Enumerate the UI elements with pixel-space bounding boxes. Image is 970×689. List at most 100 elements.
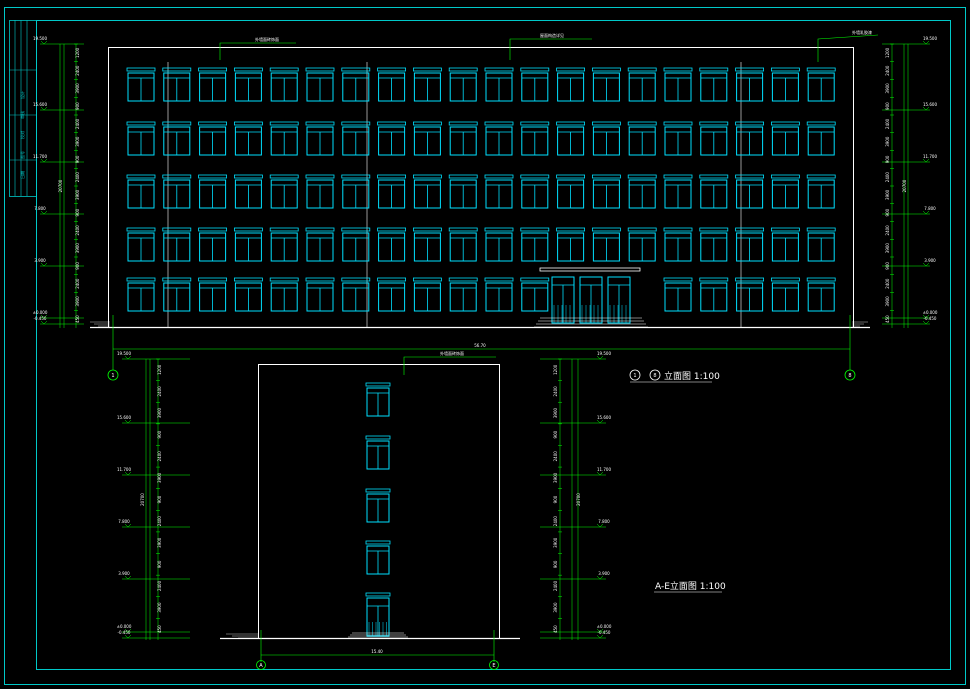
level-label: 3.900 (924, 258, 936, 263)
front-window (592, 121, 621, 156)
side-window (365, 540, 391, 575)
front-window (269, 227, 299, 262)
front-window (806, 277, 836, 312)
front-window (448, 67, 478, 102)
side-left-dims: 19.50015.60011.7007.8003.900±0.000-0.450… (117, 351, 190, 640)
dimension-label: 3900 (75, 243, 80, 254)
front-window (699, 277, 729, 312)
front-elevation[interactable]: 19.50015.60011.7007.8003.900±0.000-0.450… (33, 29, 938, 383)
front-window (162, 121, 192, 156)
front-window (341, 121, 371, 156)
front-window (806, 121, 836, 156)
front-window (305, 121, 335, 156)
front-window (305, 277, 335, 312)
front-window (735, 277, 764, 312)
front-entrance (90, 267, 868, 328)
front-right-dims: 19.50015.60011.7007.8003.900±0.000-0.450… (882, 36, 938, 328)
front-window (663, 277, 693, 312)
front-window (198, 227, 228, 262)
front-window (269, 121, 299, 156)
front-window (663, 67, 693, 102)
level-label: 7.800 (598, 519, 610, 524)
side-right-dims: 19.50015.60011.7007.8003.900±0.000-0.450… (540, 351, 612, 640)
dimension-label: 3900 (885, 83, 890, 94)
dimension-label: 2400 (885, 278, 890, 289)
front-window (484, 174, 514, 209)
level-label: -0.450 (34, 316, 47, 321)
front-window (412, 121, 442, 156)
dimension-label: 3900 (75, 189, 80, 200)
level-label: 11.700 (923, 154, 937, 159)
dimension-label: 2400 (157, 386, 162, 397)
front-window (412, 277, 442, 312)
front-window (592, 174, 621, 209)
front-window (412, 67, 442, 102)
front-window (663, 121, 693, 156)
front-window (162, 67, 192, 102)
entrance-door (607, 276, 631, 324)
dimension-label: 2400 (75, 172, 80, 183)
front-window (771, 227, 800, 262)
front-window (269, 67, 299, 102)
side-elevation[interactable]: 19.50015.60011.7007.8003.900±0.000-0.450… (117, 350, 726, 670)
dimension-label: 3900 (75, 83, 80, 94)
total-height-label: 20700 (140, 493, 145, 506)
front-window (484, 67, 514, 102)
dimension-label: 2400 (885, 118, 890, 129)
front-window (627, 227, 657, 262)
front-window (126, 174, 156, 209)
front-window (806, 174, 836, 209)
side-axis-right-label: E (492, 663, 495, 669)
level-label: 3.900 (118, 571, 130, 576)
dimension-label: 2400 (157, 451, 162, 462)
front-window (699, 121, 729, 156)
dimension-label: 2400 (553, 386, 558, 397)
front-window (699, 174, 729, 209)
level-label: 7.800 (924, 206, 936, 211)
dimension-label: 2400 (885, 65, 890, 76)
dimension-label: 2400 (75, 225, 80, 236)
dimension-label: 3900 (885, 243, 890, 254)
front-window (448, 121, 478, 156)
front-window (556, 121, 585, 156)
front-window (556, 174, 585, 209)
front-window (484, 121, 514, 156)
dimension-label: 3900 (885, 296, 890, 307)
dimension-label: 900 (553, 495, 558, 503)
front-window (448, 277, 478, 312)
level-label: -0.450 (118, 630, 131, 635)
side-dimension-chains: 19.50015.60011.7007.8003.900±0.000-0.450… (117, 351, 612, 640)
front-window (627, 121, 657, 156)
front-window (126, 227, 156, 262)
front-title-left-symbol: 1 (633, 373, 636, 379)
front-window (735, 174, 764, 209)
front-window (592, 67, 621, 102)
front-window (484, 277, 514, 312)
side-window (365, 435, 391, 470)
side-note-text: 外墙面砖饰面 (440, 350, 464, 356)
dimension-label: 900 (885, 262, 890, 270)
level-label: 15.600 (597, 415, 611, 420)
dimension-label: 2400 (553, 580, 558, 591)
front-window (627, 67, 657, 102)
front-window (377, 227, 407, 262)
title-block-label: 校对 (19, 131, 25, 139)
front-window (520, 121, 550, 156)
dimension-label: 900 (157, 430, 162, 438)
level-label: 3.900 (598, 571, 610, 576)
dimension-label: 3900 (553, 602, 558, 613)
front-window (771, 174, 800, 209)
dimension-label: 900 (885, 208, 890, 216)
dimension-label: 900 (75, 102, 80, 110)
dimension-label: 2400 (75, 278, 80, 289)
dimension-label: 3900 (75, 136, 80, 147)
front-window (771, 121, 800, 156)
dimension-label: 900 (75, 208, 80, 216)
dimension-label: 450 (553, 625, 558, 633)
level-label: 7.800 (118, 519, 130, 524)
level-label: 7.800 (34, 206, 46, 211)
dimension-label: 900 (75, 262, 80, 270)
front-title-text: 立面图 1:100 (664, 370, 720, 382)
side-leader-note: 外墙面砖饰面 (403, 350, 496, 375)
